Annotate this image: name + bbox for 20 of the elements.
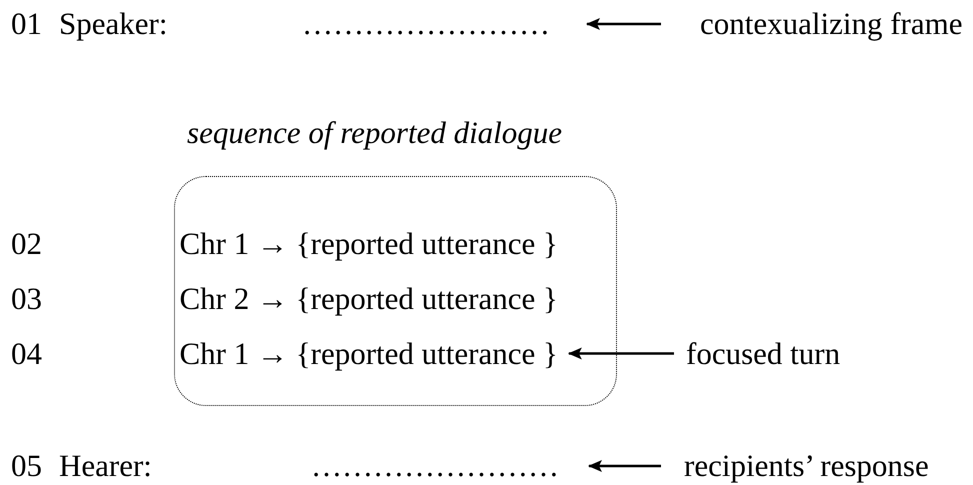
utterance-line: Chr 2 → {reported utterance } bbox=[180, 280, 558, 316]
annotation-text: focused turn bbox=[686, 336, 840, 372]
line-number: 03 bbox=[11, 281, 42, 317]
annotation-text: contexualizing frame bbox=[700, 6, 963, 42]
annotation-text: recipients’ response bbox=[684, 448, 929, 484]
utterance-line: Chr 1 → {reported utterance } bbox=[180, 226, 558, 262]
line-number: 01 bbox=[11, 6, 42, 42]
line-number: 02 bbox=[11, 226, 42, 262]
dialogue-sequence-frame bbox=[174, 176, 617, 406]
line-number: 05 bbox=[11, 448, 42, 484]
line-number: 04 bbox=[11, 336, 42, 372]
speaker-role: Hearer: bbox=[59, 448, 152, 484]
arrow bbox=[588, 460, 661, 472]
arrow bbox=[586, 18, 661, 30]
arrow bbox=[568, 348, 674, 360]
utterance-line: Chr 1 → {reported utterance } bbox=[180, 336, 558, 372]
dotted-fill-line: …………………… bbox=[311, 448, 559, 484]
frame-heading: sequence of reported dialogue bbox=[187, 115, 562, 151]
dotted-fill-line: …………………… bbox=[302, 6, 550, 42]
speaker-role: Speaker: bbox=[59, 6, 168, 42]
